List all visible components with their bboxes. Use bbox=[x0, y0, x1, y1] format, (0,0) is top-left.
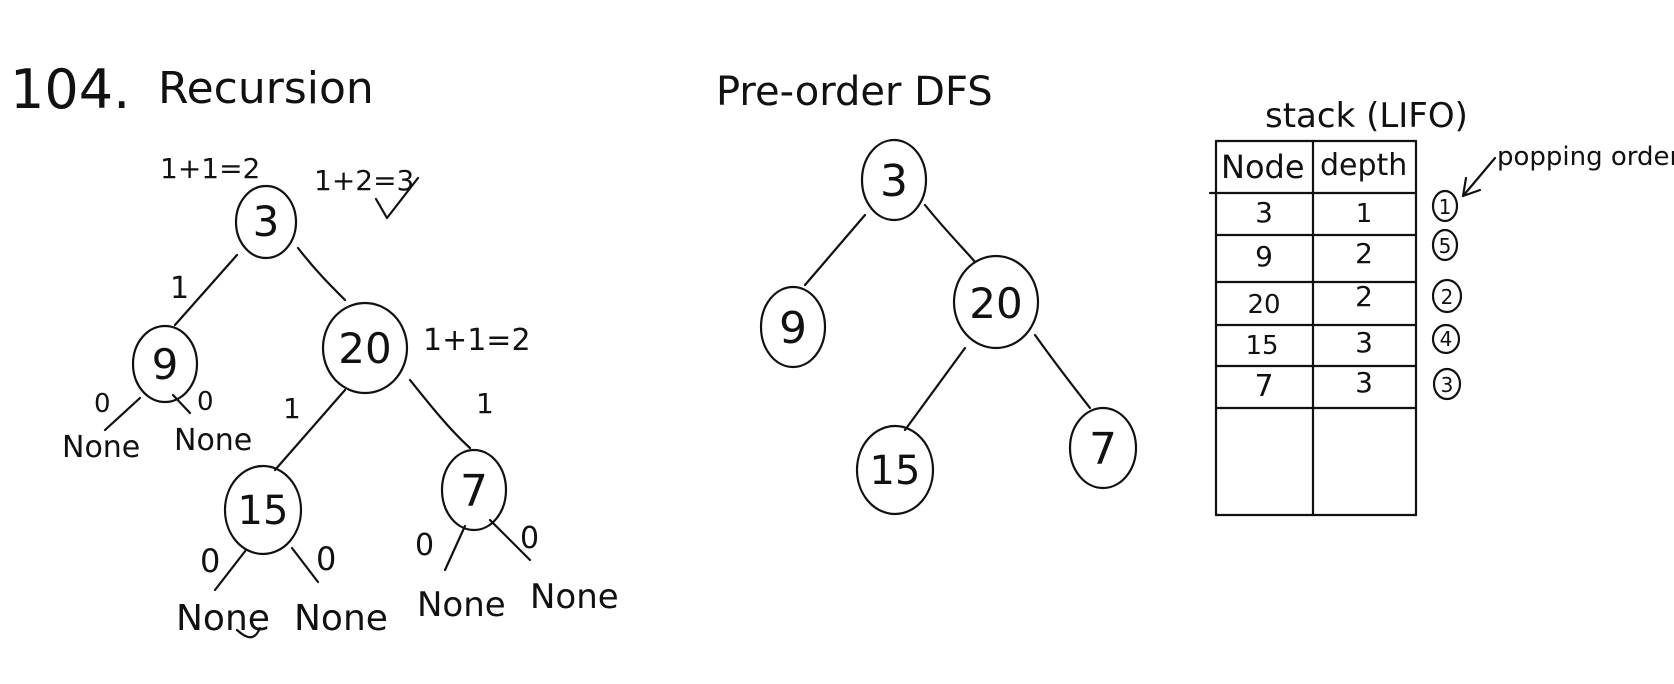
edge-7-none-right bbox=[488, 518, 532, 562]
tree-node: 20 bbox=[321, 301, 409, 395]
squiggle bbox=[235, 626, 262, 639]
table-row: 3 1 bbox=[1255, 196, 1372, 229]
edge-7-none-left bbox=[443, 524, 467, 572]
tree-node: 3 bbox=[234, 184, 298, 260]
edge-label-9-left: 0 bbox=[94, 389, 111, 419]
svg-text:4: 4 bbox=[1440, 327, 1453, 351]
leaf-none: None bbox=[417, 585, 506, 625]
tree-node: 3 bbox=[860, 138, 928, 222]
edge-9-none-right bbox=[171, 393, 192, 415]
tree-node: 9 bbox=[131, 324, 199, 404]
cell-depth: 1 bbox=[1356, 199, 1373, 229]
node-label: 3 bbox=[880, 156, 908, 207]
cell-node: 3 bbox=[1255, 196, 1273, 229]
pop-order-badge: 4 bbox=[1431, 323, 1461, 355]
leaf-none: None bbox=[294, 598, 388, 639]
svg-text:2: 2 bbox=[1441, 285, 1454, 309]
column-header-depth: depth bbox=[1320, 148, 1407, 183]
node-label: 15 bbox=[870, 448, 921, 494]
leaf-none: None bbox=[174, 423, 252, 458]
edge-label-3-9: 1 bbox=[170, 271, 189, 306]
node-label: 20 bbox=[338, 324, 391, 373]
stack-section: stack (LIFO) Node depth 3 1 9 2 20 2 15 bbox=[1208, 96, 1674, 517]
arrow-icon bbox=[1461, 156, 1497, 198]
edge-label-15-right: 0 bbox=[316, 540, 336, 578]
edge-3-9 bbox=[803, 213, 867, 287]
svg-text:3: 3 bbox=[1441, 373, 1454, 397]
column-header-node: Node bbox=[1221, 148, 1305, 186]
popping-order-label: popping order bbox=[1497, 142, 1674, 172]
edge-15-none-right bbox=[290, 546, 320, 584]
note-root-left: 1+1=2 bbox=[160, 152, 260, 185]
node-label: 20 bbox=[969, 279, 1022, 328]
cell-depth: 3 bbox=[1355, 326, 1373, 359]
table-row: 15 3 bbox=[1245, 326, 1372, 361]
leaf-none: None bbox=[530, 577, 619, 617]
note-node20: 1+1=2 bbox=[423, 323, 531, 358]
stack-title: stack (LIFO) bbox=[1265, 96, 1468, 136]
tree-node: 9 bbox=[759, 285, 827, 369]
svg-text:5: 5 bbox=[1439, 234, 1452, 258]
dfs-section: Pre-order DFS 3 9 20 15 7 bbox=[716, 69, 1138, 516]
cell-depth: 3 bbox=[1355, 366, 1373, 399]
leaf-none: None bbox=[176, 598, 270, 639]
edge-label-20-15: 1 bbox=[283, 392, 301, 425]
node-label: 7 bbox=[460, 466, 488, 517]
tree-node: 20 bbox=[952, 254, 1040, 350]
edge-label-20-7: 1 bbox=[476, 387, 494, 420]
edge-20-7 bbox=[1033, 333, 1092, 410]
table-row: 9 2 bbox=[1255, 237, 1373, 273]
pop-order-badge: 1 bbox=[1431, 189, 1459, 223]
cell-depth: 2 bbox=[1355, 237, 1373, 270]
edge-20-15 bbox=[273, 388, 347, 472]
cell-depth: 2 bbox=[1355, 280, 1373, 313]
edge-3-20 bbox=[923, 203, 977, 264]
cell-node: 7 bbox=[1254, 369, 1273, 404]
table-row: 7 3 bbox=[1254, 366, 1372, 404]
pop-order-badge: 5 bbox=[1431, 228, 1459, 262]
tree-node: 15 bbox=[855, 424, 935, 516]
edge-3-20 bbox=[296, 246, 347, 302]
tree-node: 15 bbox=[223, 464, 303, 556]
recursion-title: Recursion bbox=[158, 63, 374, 114]
note-root-right: 1+2=3 bbox=[314, 164, 414, 197]
table-row: 20 2 bbox=[1247, 280, 1372, 320]
edge-label-9-right: 0 bbox=[197, 387, 214, 417]
pop-order-badge: 3 bbox=[1432, 367, 1462, 401]
edge-3-9 bbox=[173, 253, 239, 327]
tree-node: 7 bbox=[440, 448, 508, 532]
checkmark-icon bbox=[374, 176, 420, 220]
problem-number: 104. bbox=[10, 58, 130, 121]
node-label: 9 bbox=[152, 340, 179, 389]
recursion-section: 104. Recursion 1+1=2 1+2=3 1+1=2 1 1 1 0… bbox=[10, 58, 619, 639]
node-label: 7 bbox=[1089, 424, 1117, 475]
node-label: 15 bbox=[238, 488, 289, 534]
edge-20-15 bbox=[903, 346, 967, 432]
node-label: 9 bbox=[779, 303, 807, 354]
edge-15-none-left bbox=[213, 548, 248, 592]
cell-node: 20 bbox=[1247, 290, 1280, 320]
pop-order-badge: 2 bbox=[1431, 278, 1463, 314]
edge-label-7-right: 0 bbox=[520, 521, 539, 556]
edge-label-7-left: 0 bbox=[415, 528, 434, 563]
leaf-none: None bbox=[62, 430, 140, 465]
svg-text:1: 1 bbox=[1439, 195, 1452, 219]
dfs-title: Pre-order DFS bbox=[716, 69, 993, 115]
edge-20-7 bbox=[408, 378, 472, 450]
cell-node: 15 bbox=[1245, 331, 1278, 361]
edge-9-none-left bbox=[103, 396, 142, 432]
tree-node: 7 bbox=[1068, 406, 1138, 490]
node-label: 3 bbox=[253, 197, 280, 246]
cell-node: 9 bbox=[1255, 240, 1273, 273]
edge-label-15-left: 0 bbox=[200, 542, 220, 580]
